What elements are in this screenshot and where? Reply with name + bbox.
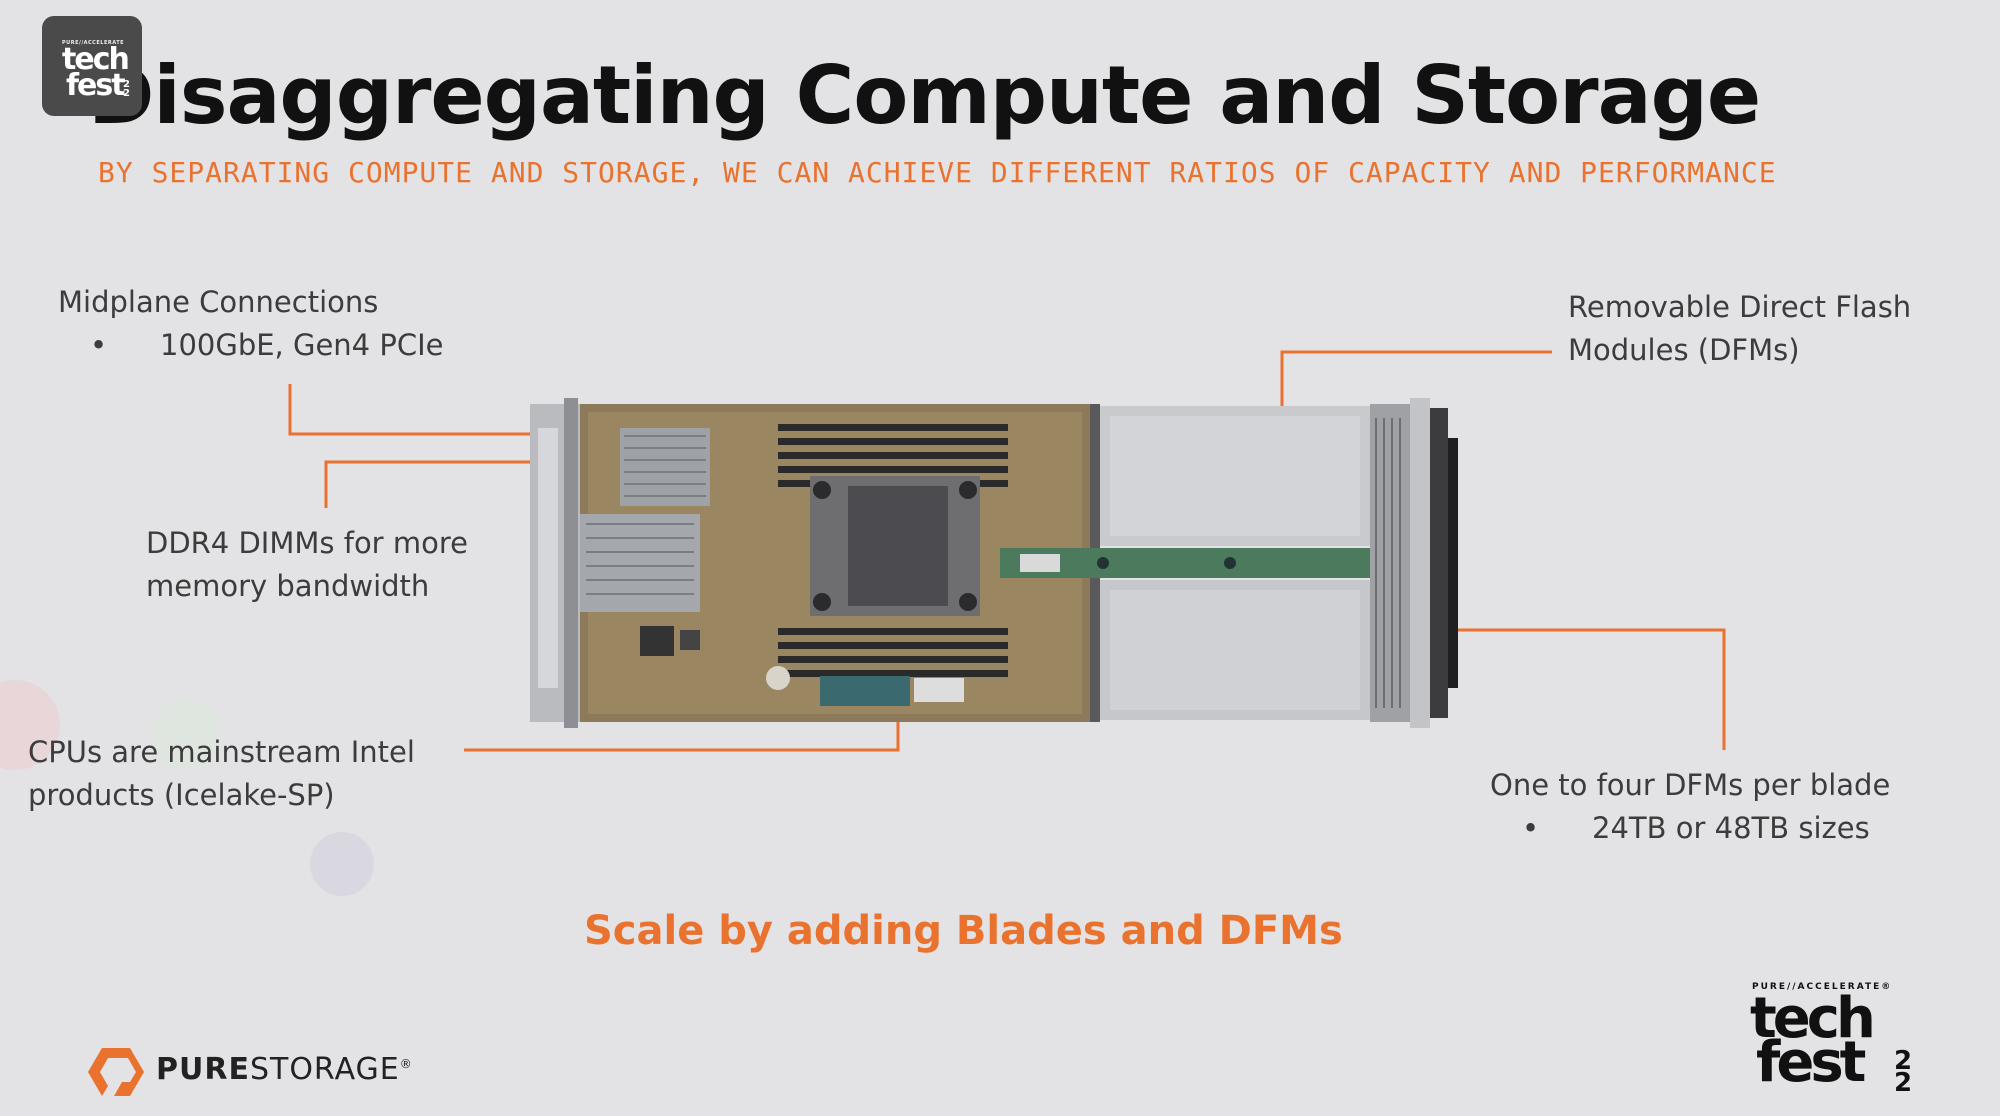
dfm-count-connector-line [1450,628,1726,750]
badge-accelerate-text: PURE//ACCELERATE [62,40,125,46]
dfm-count-heading: One to four DFMs per blade [1490,768,1891,802]
cpu-heatspreader [848,486,948,606]
heatsink [580,514,700,612]
midplane-bullet: 100GbE, Gen4 PCIe [160,328,444,362]
techfest-year-text: 22 [1894,1046,1913,1098]
bullet-icon: • [90,328,108,362]
dfm-count-bullet: 24TB or 48TB sizes [1592,811,1870,845]
logo-storage-text: STORAGE [249,1052,400,1087]
heatsink [620,428,710,506]
midplane-connector-line [288,384,560,436]
cpu-callout: CPUs are mainstream Intel products (Icel… [28,731,415,817]
techfest-accelerate-text: PURE//ACCELERATE® [1752,982,1893,992]
dfm-count-callout: One to four DFMs per blade • 24TB or 48TB… [1490,764,1890,850]
techfest-tech-text: tech [1750,986,1876,1051]
badge-year-text: 22 [123,79,130,99]
badge-tech-text: tech [62,42,130,77]
dimm-slots-bottom [778,628,1008,677]
removable-line1: Removable Direct Flash [1568,290,1912,324]
techfest-fest-text: fest [1756,1030,1866,1095]
cpu-line2: products (Icelake-SP) [28,778,335,812]
ddr4-callout: DDR4 DIMMs for more memory bandwidth [146,522,468,608]
midplane-heading: Midplane Connections [58,285,379,319]
removable-line2: Modules (DFMs) [1568,333,1800,367]
midplane-callout: Midplane Connections • 100GbE, Gen4 PCIe [58,281,444,367]
purestorage-hexagon-icon [88,1048,144,1096]
techfest-logo: PURE//ACCELERATE® tech fest 22 [1750,980,1920,1100]
badge-fest-text: fest [66,68,126,103]
bullet-icon: • [1522,811,1540,845]
ddr4-line1: DDR4 DIMMs for more [146,526,468,560]
background-blob-purple [310,832,374,896]
logo-registered-mark: ® [399,1057,413,1071]
background-blob-green [150,700,220,770]
scale-tagline: Scale by adding Blades and DFMs [584,908,1343,954]
blade-server-illustration [530,398,1458,728]
techfest-badge: PURE//ACCELERATE tech fest 22 [42,16,142,116]
slide-title: Disaggregating Compute and Storage [88,49,1761,142]
ddr4-line2: memory bandwidth [146,569,430,603]
cpu-line1: CPUs are mainstream Intel [28,735,415,769]
slide-subtitle: BY SEPARATING COMPUTE AND STORAGE, WE CA… [98,156,1777,189]
logo-pure-text: PURE [156,1052,250,1087]
removable-dfm-callout: Removable Direct Flash Modules (DFMs) [1568,286,1911,372]
midplane-connector-board [1000,548,1400,578]
